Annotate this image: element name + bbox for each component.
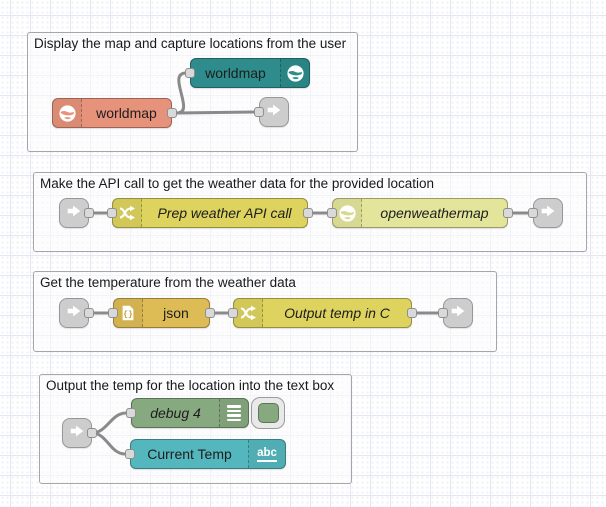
input-port[interactable] xyxy=(126,408,136,418)
json-file-icon: {} xyxy=(114,299,143,327)
abc-text-icon: abc xyxy=(248,440,285,468)
input-port[interactable] xyxy=(108,308,118,318)
node-label: openweathermap xyxy=(380,205,489,221)
function-icon xyxy=(234,299,263,327)
link-out-icon xyxy=(265,101,283,124)
link-out-icon xyxy=(539,202,557,225)
output-port[interactable] xyxy=(84,208,94,218)
globe-icon xyxy=(53,99,82,127)
node-label: worldmap xyxy=(96,105,157,121)
group-title: Make the API call to get the weather dat… xyxy=(40,176,434,191)
group-title: Get the temperature from the weather dat… xyxy=(40,275,296,290)
input-port[interactable] xyxy=(254,107,264,117)
link-in-icon xyxy=(65,302,83,325)
globe-icon xyxy=(280,59,309,87)
output-port[interactable] xyxy=(303,208,313,218)
output-port[interactable] xyxy=(205,308,215,318)
output-port[interactable] xyxy=(87,428,97,438)
link-in-icon xyxy=(68,422,86,445)
output-port[interactable] xyxy=(84,308,94,318)
input-port[interactable] xyxy=(528,208,538,218)
debug-toggle-housing xyxy=(251,397,285,429)
input-port[interactable] xyxy=(185,68,195,78)
node-label: Prep weather API call xyxy=(157,205,292,221)
globe-icon xyxy=(333,199,362,227)
output-port[interactable] xyxy=(503,208,513,218)
link-in-icon xyxy=(65,202,83,225)
node-worldmap-out[interactable]: worldmap xyxy=(190,58,310,88)
node-label: Output temp in C xyxy=(284,305,390,321)
group-display-map[interactable]: Display the map and capture locations fr… xyxy=(27,32,358,152)
node-label: debug 4 xyxy=(150,405,201,421)
node-function-output-temp[interactable]: Output temp in C xyxy=(233,298,412,328)
output-port[interactable] xyxy=(407,308,417,318)
group-title: Output the temp for the location into th… xyxy=(46,378,335,393)
link-out-icon xyxy=(449,302,467,325)
debug-toggle-button[interactable] xyxy=(257,403,279,423)
output-port[interactable] xyxy=(167,108,177,118)
svg-text:{}: {} xyxy=(123,311,133,320)
node-label: Current Temp xyxy=(147,446,232,462)
node-link-out[interactable] xyxy=(259,97,289,127)
input-port[interactable] xyxy=(107,208,117,218)
group-title: Display the map and capture locations fr… xyxy=(34,36,347,51)
node-function-prep-weather[interactable]: Prep weather API call xyxy=(112,198,308,228)
node-label: json xyxy=(163,305,189,321)
input-port[interactable] xyxy=(327,208,337,218)
input-port[interactable] xyxy=(438,308,448,318)
node-json[interactable]: {} json xyxy=(113,298,210,328)
function-icon xyxy=(113,199,142,227)
node-label: worldmap xyxy=(205,65,266,81)
debug-output-icon xyxy=(219,399,248,427)
node-openweathermap[interactable]: openweathermap xyxy=(332,198,508,228)
node-debug[interactable]: debug 4 xyxy=(131,398,249,428)
wire[interactable] xyxy=(175,110,261,115)
node-worldmap-in[interactable]: worldmap xyxy=(52,98,172,128)
input-port[interactable] xyxy=(125,449,135,459)
input-port[interactable] xyxy=(228,308,238,318)
node-link-out[interactable] xyxy=(443,298,473,328)
node-link-out[interactable] xyxy=(533,198,563,228)
node-text-current-temp[interactable]: Current Temp abc xyxy=(130,439,286,469)
